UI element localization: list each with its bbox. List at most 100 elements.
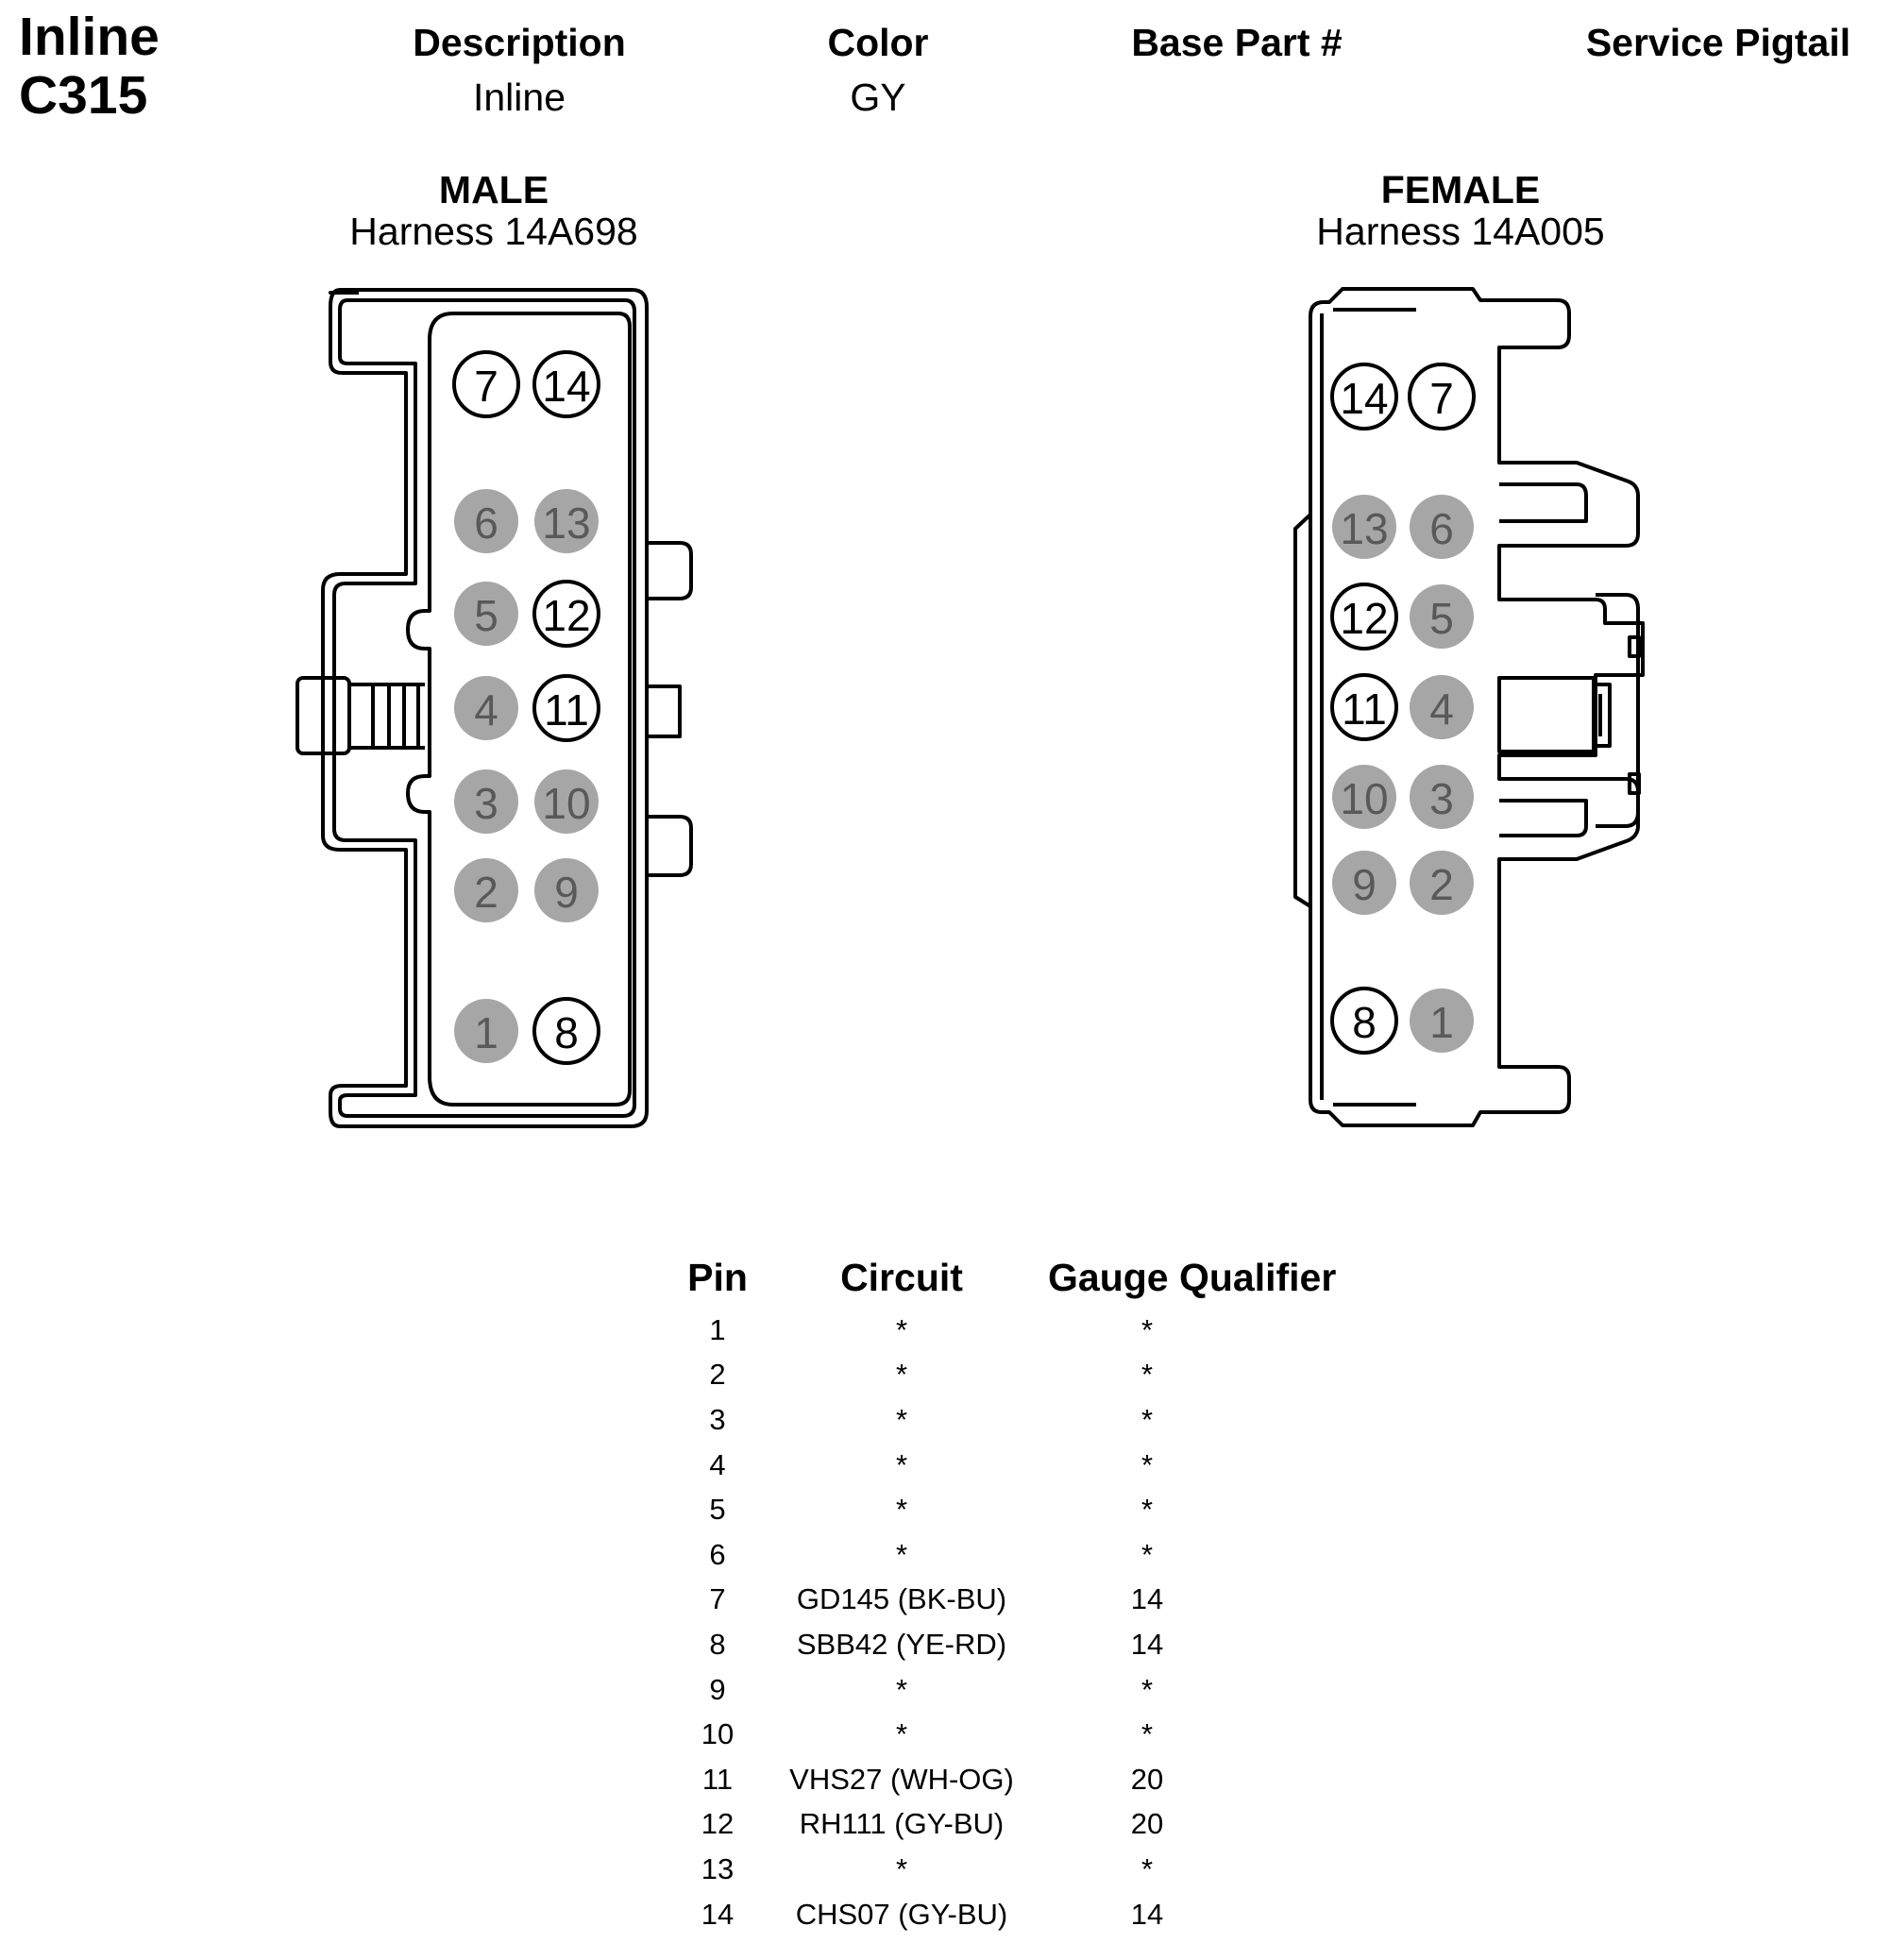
pin-number-cell: 6 xyxy=(709,1537,726,1571)
gauge-cell: * xyxy=(1140,1851,1154,1885)
female-pin-label: 3 xyxy=(1429,774,1454,823)
pin-number-cell: 14 xyxy=(701,1897,735,1931)
male-pin-label: 11 xyxy=(544,685,589,735)
male-pin-2 xyxy=(454,858,518,922)
circuit-cell: * xyxy=(895,1717,908,1751)
table-row: 8 SBB42 (YE-RD) 14 xyxy=(675,1622,1336,1667)
service-pigtail-header: Service Pigtail xyxy=(1585,21,1851,64)
male-pin-13 xyxy=(534,489,599,553)
pin-number-cell: 3 xyxy=(709,1402,726,1436)
description-value: Inline xyxy=(472,76,566,119)
female-pin-5 xyxy=(1410,584,1474,649)
male-harness: Harness 14A698 xyxy=(349,210,638,253)
gauge-cell-wrapper: * xyxy=(1043,1353,1336,1398)
gauge-cell-wrapper: 20 xyxy=(1043,1802,1336,1848)
gauge-cell: * xyxy=(1140,1672,1154,1706)
male-pin-12 xyxy=(532,580,600,648)
male-pin-1 xyxy=(454,999,518,1063)
gauge-column-header: Gauge Qualifier xyxy=(1048,1256,1337,1299)
circuit-cell: * xyxy=(895,1493,908,1527)
gauge-cell: * xyxy=(1140,1447,1154,1481)
connector-id: C315 xyxy=(19,65,148,126)
female-pin-label: 11 xyxy=(1342,684,1387,734)
gauge-cell-wrapper: * xyxy=(1043,1397,1336,1443)
circuit-cell: VHS27 (WH-OG) xyxy=(789,1762,1014,1796)
description-header: Description xyxy=(413,21,626,64)
circuit-cell: CHS07 (GY-BU) xyxy=(795,1897,1008,1931)
female-pin-7 xyxy=(1408,363,1476,431)
pin-column-header: Pin xyxy=(687,1256,748,1299)
female-pin-3 xyxy=(1410,765,1474,829)
pin-number-cell: 13 xyxy=(701,1851,735,1885)
gauge-cell: * xyxy=(1140,1493,1154,1527)
circuit-cell: * xyxy=(895,1672,908,1706)
male-pin-11 xyxy=(532,674,600,742)
female-pin-2 xyxy=(1410,851,1474,915)
gauge-cell-wrapper: 20 xyxy=(1043,1757,1336,1802)
base-part-header: Base Part # xyxy=(1131,21,1343,64)
gauge-cell-wrapper: * xyxy=(1043,1712,1336,1757)
female-pin-4 xyxy=(1410,675,1474,739)
circuit-cell: * xyxy=(895,1312,908,1346)
female-pin-label: 7 xyxy=(1429,374,1454,423)
circuit-cell: * xyxy=(895,1851,908,1885)
female-pin-label: 13 xyxy=(1340,504,1388,553)
gauge-cell-wrapper: * xyxy=(1043,1443,1336,1488)
gauge-cell: 20 xyxy=(1130,1807,1164,1841)
table-row: 1 * * xyxy=(675,1308,1336,1353)
table-row: 5** xyxy=(675,1487,1336,1532)
pin-number-cell: 2 xyxy=(709,1358,726,1392)
female-pin-14 xyxy=(1330,363,1398,431)
female-latch-block xyxy=(1497,676,1596,753)
female-title: FEMALE xyxy=(1380,168,1541,211)
pin-number-cell: 1 xyxy=(709,1312,726,1346)
female-pin-12 xyxy=(1330,583,1398,651)
gauge-cell: * xyxy=(1140,1358,1154,1392)
male-pin-3 xyxy=(454,769,518,834)
male-latch xyxy=(296,676,351,755)
male-pin-label: 9 xyxy=(554,868,579,917)
male-pin-label: 1 xyxy=(474,1008,498,1057)
circuit-cell: SBB42 (YE-RD) xyxy=(796,1627,1007,1661)
gauge-cell-wrapper: * xyxy=(1043,1532,1336,1578)
gauge-cell: * xyxy=(1140,1312,1154,1346)
gauge-cell: * xyxy=(1140,1717,1154,1751)
male-pin-face xyxy=(406,312,632,1107)
gauge-cell: 20 xyxy=(1130,1762,1164,1796)
circuit-cell: * xyxy=(895,1358,908,1392)
male-pin-label: 2 xyxy=(474,868,498,917)
table-row: 13 * * xyxy=(675,1847,1336,1892)
male-pin-label: 3 xyxy=(474,779,498,828)
gauge-cell-wrapper: * xyxy=(1043,1667,1336,1713)
female-pin-label: 4 xyxy=(1429,684,1454,734)
female-housing-inner-line xyxy=(1320,308,1416,1107)
table-row: 11 VHS27 (WH-OG) 20 xyxy=(675,1757,1336,1802)
gauge-cell: 14 xyxy=(1130,1627,1164,1661)
pin-number-cell: 8 xyxy=(709,1627,726,1661)
male-pin-label: 4 xyxy=(474,685,498,735)
male-pin-7 xyxy=(452,350,520,418)
gauge-cell-wrapper: 14 xyxy=(1043,1622,1336,1667)
male-pin-label: 13 xyxy=(542,498,590,548)
pin-number-cell: 9 xyxy=(709,1672,726,1706)
female-pin-label: 14 xyxy=(1340,374,1388,423)
pin-number-cell: 11 xyxy=(701,1762,734,1796)
female-pin-label: 10 xyxy=(1340,774,1388,823)
female-side-rail xyxy=(1293,513,1312,908)
female-pin-6 xyxy=(1410,495,1474,559)
male-pin-9 xyxy=(534,858,599,922)
male-pin-label: 8 xyxy=(554,1008,579,1057)
circuit-column-header: Circuit xyxy=(840,1256,963,1299)
circuit-cell: GD145 (BK-BU) xyxy=(796,1582,1007,1616)
gauge-cell-wrapper: * xyxy=(1043,1847,1336,1892)
table-row: 4** xyxy=(675,1443,1336,1488)
male-pin-10 xyxy=(534,769,599,834)
table-row: 3** xyxy=(675,1397,1336,1443)
male-pin-4 xyxy=(454,676,518,740)
male-pin-5 xyxy=(454,582,518,646)
female-pin-label: 12 xyxy=(1340,594,1388,643)
connector-type: Inline xyxy=(19,7,160,67)
